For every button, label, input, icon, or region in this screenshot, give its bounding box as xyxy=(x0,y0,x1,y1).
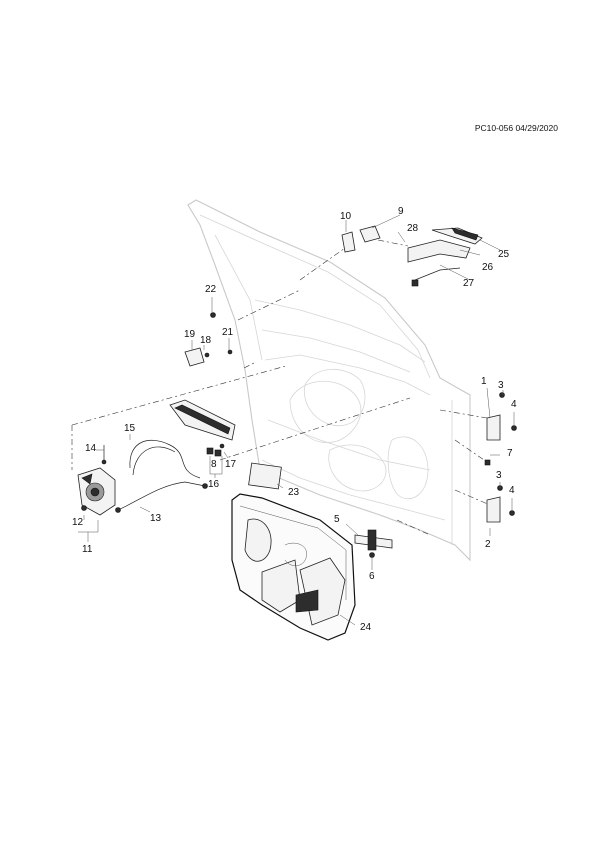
outer-handle-parts xyxy=(341,225,483,287)
check-strap xyxy=(354,529,393,558)
callout-13: 13 xyxy=(150,513,162,524)
diagram-code: PC10-056 04/29/2020 xyxy=(474,123,558,133)
callout-26: 26 xyxy=(482,262,494,273)
callout-17: 17 xyxy=(225,459,237,470)
callout-5: 5 xyxy=(334,514,340,525)
callout-leaders xyxy=(78,214,515,626)
callout-22: 22 xyxy=(205,284,217,295)
callout-15: 15 xyxy=(124,423,136,434)
inner-panel xyxy=(231,493,356,641)
callout-18: 18 xyxy=(200,335,212,346)
callout-8: 8 xyxy=(211,459,217,470)
callout-27: 27 xyxy=(463,278,475,289)
callout-6: 6 xyxy=(369,571,375,582)
callout-25: 25 xyxy=(498,249,510,260)
callout-23: 23 xyxy=(288,487,300,498)
hinges xyxy=(484,392,517,523)
cables xyxy=(101,439,208,513)
callout-10: 10 xyxy=(340,211,352,222)
callout-19: 19 xyxy=(184,329,196,340)
door-lock-assembly xyxy=(77,467,116,516)
callout-9: 9 xyxy=(398,206,404,217)
callout-12: 12 xyxy=(72,517,84,528)
callout-4b: 4 xyxy=(509,485,515,496)
door-shell xyxy=(187,199,471,562)
callout-4a: 4 xyxy=(511,399,517,410)
leader-lines xyxy=(71,239,491,536)
callout-28: 28 xyxy=(407,223,419,234)
inner-module xyxy=(169,399,236,475)
callout-1: 1 xyxy=(481,376,487,387)
callout-3b: 3 xyxy=(496,470,502,481)
small-fasteners xyxy=(184,312,233,367)
callout-16: 16 xyxy=(208,479,220,490)
callout-11: 11 xyxy=(82,544,93,555)
callout-7: 7 xyxy=(507,448,513,459)
callout-3a: 3 xyxy=(498,380,504,391)
callout-14: 14 xyxy=(85,443,97,454)
callout-24: 24 xyxy=(360,622,372,633)
callout-2: 2 xyxy=(485,539,491,550)
callout-21: 21 xyxy=(222,327,234,338)
sound-pad xyxy=(248,462,282,490)
